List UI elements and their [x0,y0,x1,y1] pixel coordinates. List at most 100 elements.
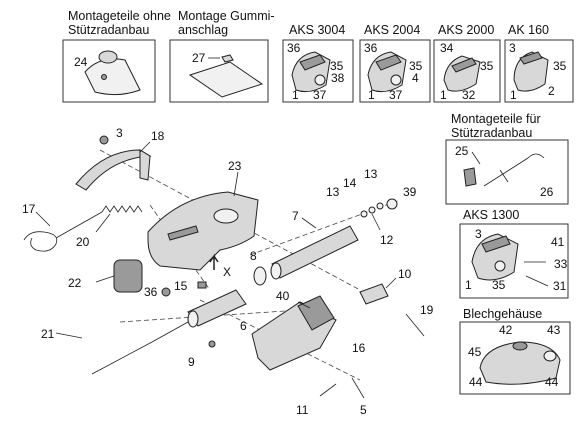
label-aks3004-1: 1 [292,88,299,102]
heading-ak160: AK 160 [508,23,549,37]
heading-aks3004: AKS 3004 [289,23,345,37]
label-13a: 13 [326,185,340,199]
leader-40 [297,301,311,309]
label-aks2000-35: 35 [480,59,494,73]
label-8: 8 [250,249,257,263]
pin-part [499,169,509,183]
bolt-part-19 [405,313,425,337]
label-24: 24 [74,55,88,69]
heading-aks2000: AKS 2000 [438,23,494,37]
label-36: 36 [144,285,158,299]
housing-hole-part [543,350,557,362]
leader-23 [233,171,239,197]
leader-21 [55,332,83,339]
clamp-part-25 [463,167,477,187]
leader-22 [95,275,115,283]
label-7: 7 [292,209,299,223]
label-stz-25: 25 [455,144,469,158]
cover-plate-part [84,58,141,96]
up-arrow-icon [209,253,219,270]
ring-part-8 [253,266,267,286]
label-14: 14 [343,176,357,190]
label-aks3004-35: 35 [330,59,344,73]
housing-cap-part [512,341,528,351]
label-12: 12 [380,233,394,247]
label-aks2000-1: 1 [440,88,447,102]
heading-montageteile-fuer-line1: Montageteile für [451,112,541,126]
label-ak160-3: 3 [509,41,516,55]
label-bg-43: 43 [547,323,561,337]
bolt-aks1300-b [525,275,549,287]
label-9: 9 [188,355,195,369]
label-16: 16 [352,341,366,355]
label-aks1300-33: 33 [554,257,568,271]
label-aks3004-37: 37 [313,88,327,102]
assembly-line-c [249,199,401,256]
heading-aks1300: AKS 1300 [463,208,519,222]
pin-part-9 [208,340,216,348]
label-bg-44b: 44 [545,375,559,389]
label-ak160-2: 2 [548,84,555,98]
handle-grip-part [139,149,151,181]
heading-montage-gummi-line2: anschlag [178,23,228,37]
shock-absorber-part-21 [91,341,153,375]
handle-aks1300 [481,235,511,253]
rubber-stop-part [221,54,234,63]
ball-socket-aks1300 [494,260,506,272]
label-aks2004-37: 37 [389,88,403,102]
heading-montage-gummi-line1: Montage Gummi- [178,9,275,23]
label-6: 6 [240,319,247,333]
leader-7 [301,217,317,229]
washer-part-13b [376,202,384,210]
leader-10 [385,277,397,289]
cap-part [98,50,118,64]
handle-aks2004 [375,54,402,71]
ball-socket-aks3004 [314,74,326,86]
housing-opening-part [213,208,239,224]
label-aks1300-3: 3 [475,227,482,241]
label-10: 10 [398,267,412,281]
label-aks1300-41: 41 [551,235,565,249]
label-17: 17 [22,202,36,216]
leader-25 [471,151,481,165]
label-40: 40 [276,289,290,303]
ball-socket-aks2004 [390,74,402,86]
label-aks2004-35: 35 [409,59,423,73]
label-18: 18 [151,129,165,143]
washer-part-14 [368,206,376,214]
hole-mark [101,74,107,80]
handle-ak160 [519,51,543,65]
label-20: 20 [76,235,90,249]
label-22: 22 [68,276,82,290]
label-13b: 13 [364,167,378,181]
heading-blechgehaeuse: Blechgehäuse [463,307,542,321]
nut-part-36 [161,287,171,297]
label-aks2004-36: 36 [364,41,378,55]
leader-12 [371,213,381,231]
label-bg-42: 42 [499,323,513,337]
handle-part-18 [75,149,152,191]
label-ak160-1: 1 [510,88,517,102]
spring-part-20 [101,205,143,213]
label-3: 3 [116,126,123,140]
label-11: 11 [296,403,309,417]
label-bg-44a: 44 [469,375,483,389]
label-aks2004-4: 4 [412,71,419,85]
label-39: 39 [403,185,417,199]
leader-18 [139,141,151,153]
coupling-mount-part-16 [297,295,335,331]
shock-rod-part [151,321,189,343]
box-montage-gummianschlag: 27 [169,39,269,103]
box-aks1300: 3 41 33 1 35 31 [459,223,569,299]
label-15: 15 [174,279,188,293]
sleeve-end-part [187,310,199,328]
label-aks3004-38: 38 [331,71,345,85]
tube-end-part [270,262,282,280]
box-aks2004: 36 35 4 1 37 [359,39,431,103]
pin-part-5 [351,377,365,399]
box-montageteile-fuer: 25 26 [445,139,569,205]
label-aks2000-32: 32 [462,88,476,102]
handle-aks2000 [451,57,477,73]
